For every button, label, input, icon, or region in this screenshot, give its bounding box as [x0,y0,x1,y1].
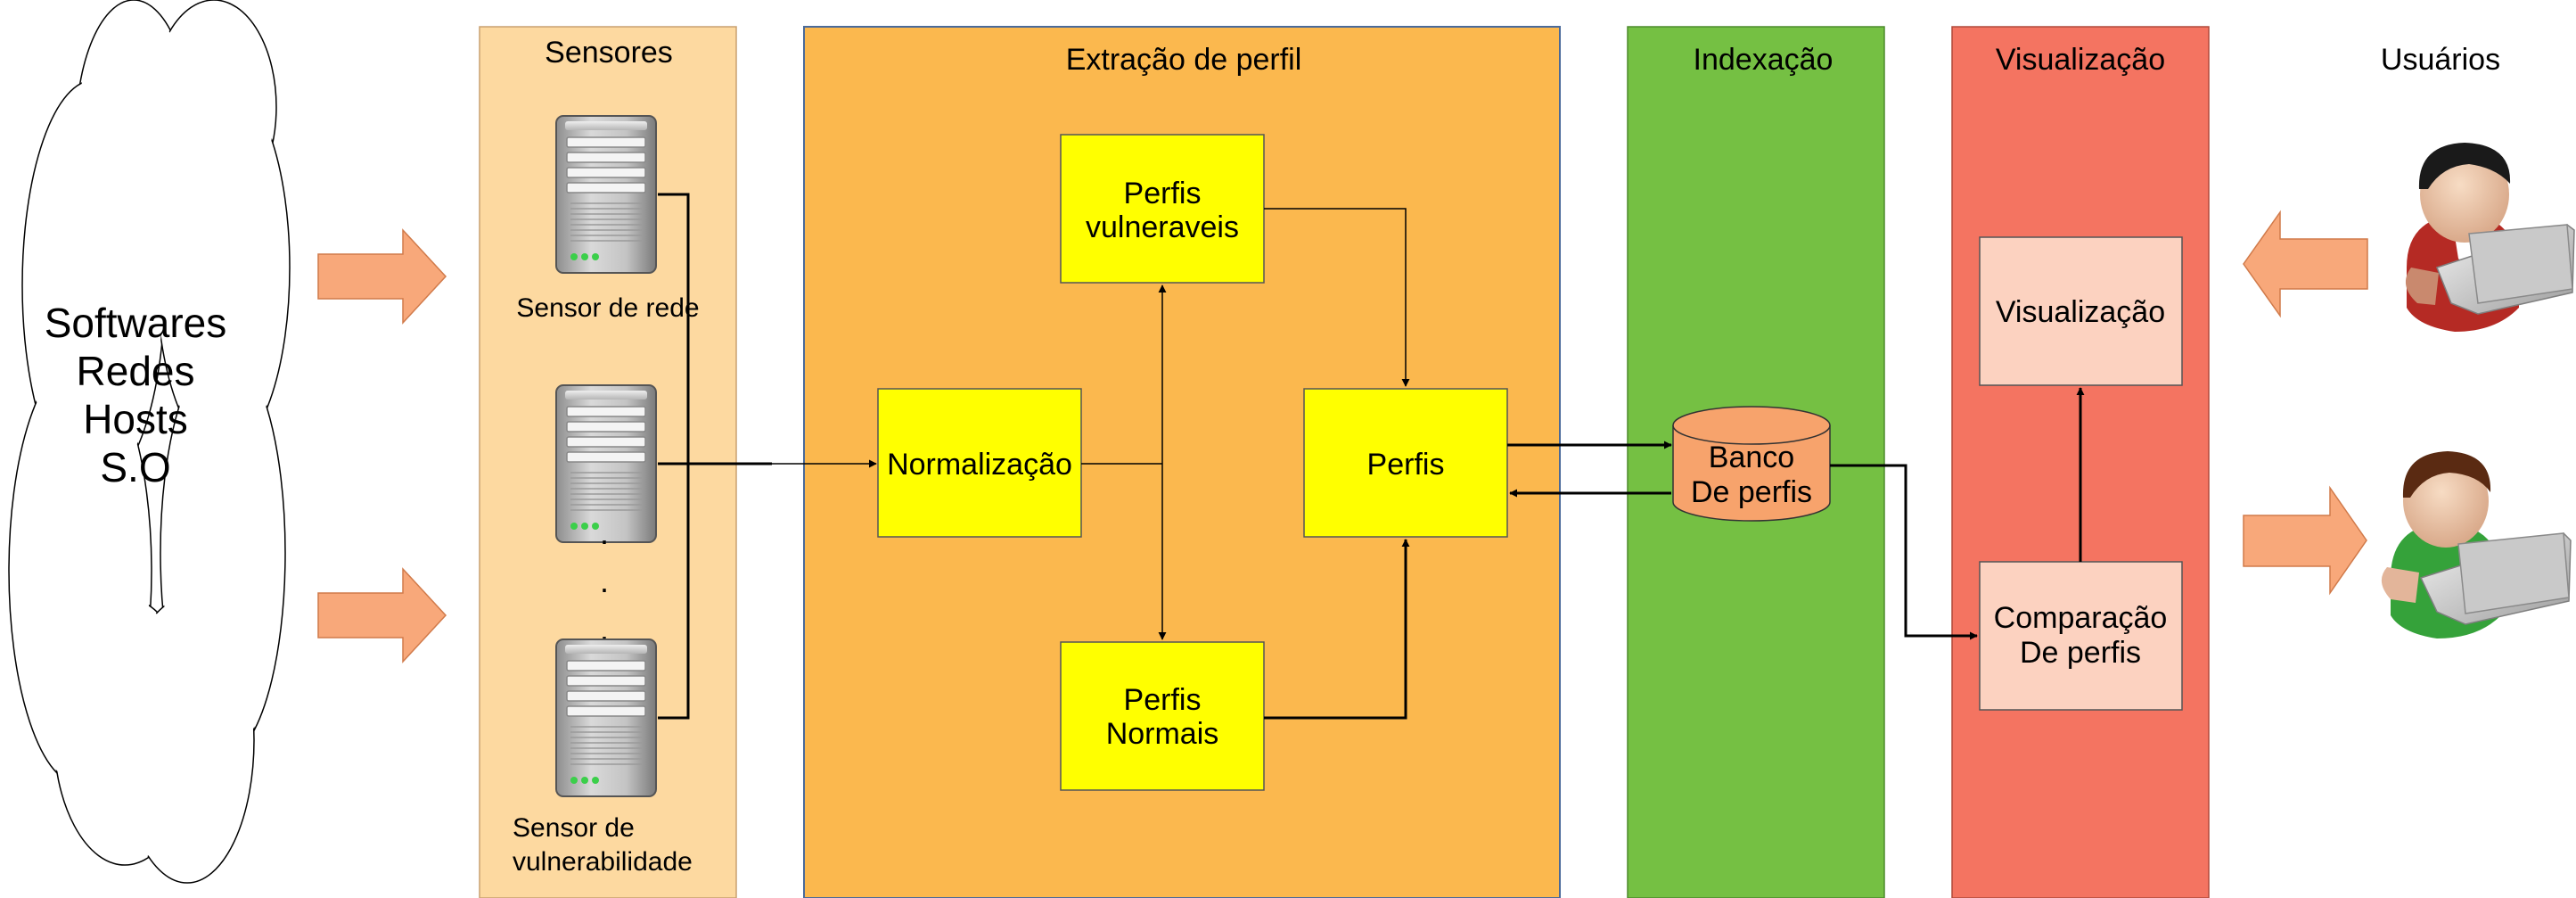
box-visualizacao [1979,236,2183,386]
banco-label-line1: Banco [1709,441,1794,474]
normalizacao-label: Normalização [887,448,1072,482]
lane-usuarios-title: Usuários [2381,43,2500,77]
source-hosts: Hosts [83,396,188,442]
lane-visualizacao-title: Visualização [1996,43,2165,77]
box-perfis-vulneraveis [1060,134,1265,284]
comparacao-label-line1: Comparação [1994,601,2168,635]
users-flow-arrow-left [2243,210,2368,318]
server-icon-network [555,115,657,274]
perfis-vulneraveis-label-line1: Perfis [1124,177,1202,210]
server-icon-middle [555,384,657,543]
source-redes: Redes [77,348,195,394]
user-icon-red [2405,143,2575,332]
perfis-normais-label-line2: Normais [1106,717,1219,751]
svg-text:·: · [599,522,610,558]
sources-cloud: Softwares Redes Hosts S.O [8,0,291,884]
source-softwares: Softwares [45,300,227,346]
box-perfis-normais [1060,641,1265,791]
svg-text:·: · [599,570,610,606]
perfis-vulneraveis-to-perfis-arrow [1264,208,1410,387]
flow-arrow-lower [317,567,447,663]
sensor-ellipsis: · · · [599,522,610,655]
perfis-label: Perfis [1367,448,1445,482]
lane-sensores-title: Sensores [545,36,673,70]
lane-indexacao-title: Indexação [1694,43,1834,77]
database-banco-de-perfis: Banco De perfis [1672,406,1831,522]
visualizacao-box-label: Visualização [1996,295,2165,329]
lane-extracao-title: Extração de perfil [1066,43,1302,77]
perfis-normais-label-line1: Perfis [1124,683,1202,717]
perfis-normais-to-perfis-arrow [1264,539,1410,720]
banco-to-comparacao-arrow [1830,464,1978,640]
sensor-network-label: Sensor de rede [516,293,699,323]
source-so: S.O [100,444,170,490]
users-flow-arrow-right [2243,485,2367,596]
comparacao-label-line2: De perfis [2020,636,2141,670]
sensor-connectors [658,193,772,720]
box-perfis [1303,388,1508,538]
sensor-vuln-label-line1: Sensor de [513,813,635,843]
user-icon-green [2381,451,2572,638]
sensor-vuln-label-line2: vulnerabilidade [513,847,693,877]
banco-label-line2: De perfis [1691,475,1812,509]
server-icon-vulnerability [555,638,657,797]
flow-arrow-upper [317,228,447,325]
box-comparacao [1979,561,2183,711]
box-normalizacao [877,388,1082,538]
perfis-vulneraveis-label-line2: vulneraveis [1086,210,1239,244]
